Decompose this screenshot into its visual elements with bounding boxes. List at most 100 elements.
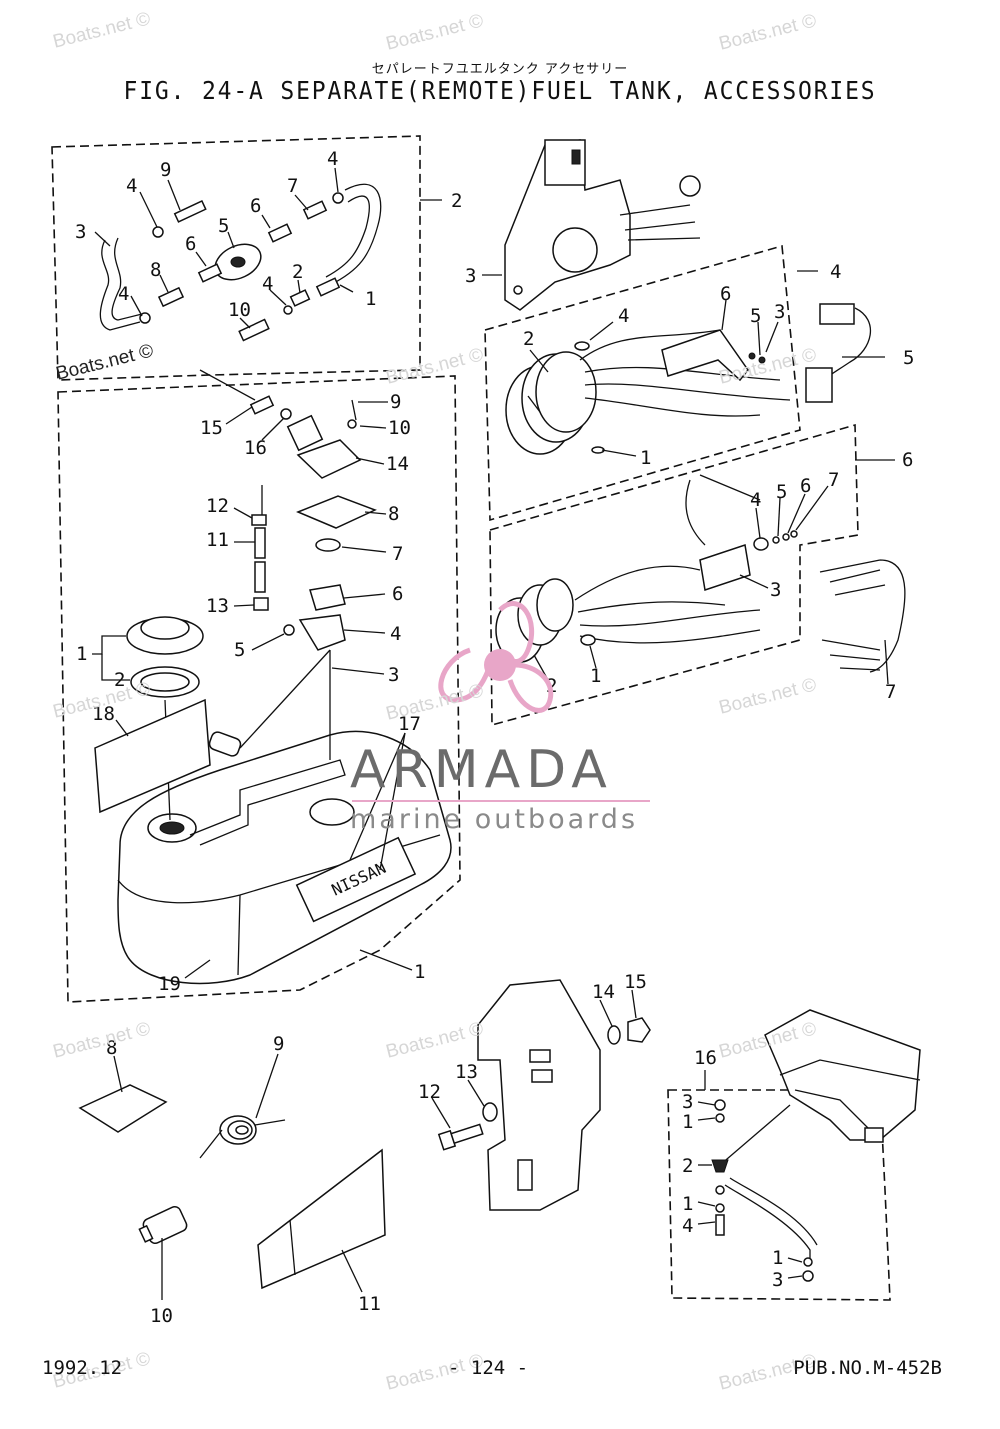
callout: 16 [244,437,267,459]
callout: 6 [392,583,403,605]
decal-18 [94,698,211,814]
callout: 1 [76,643,87,665]
callout: 5 [750,305,761,327]
fuel-tank-outline [57,375,461,1003]
callout: 8 [388,503,399,525]
callout: 3 [465,265,476,287]
callout: 3 [772,1269,783,1291]
callout: 4 [118,283,129,305]
callout: 7 [828,469,839,491]
connector-fitting [296,439,362,479]
part-9-spring [199,1115,286,1159]
armada-logo-word: ARMADA [350,740,613,800]
callout: 12 [418,1081,441,1103]
gauge-kit-outline [484,244,801,522]
callout: 15 [200,417,223,439]
callout: 8 [150,259,161,281]
callout: 2 [682,1155,693,1177]
callout: 3 [682,1091,693,1113]
callouts-tank: 15 16 9 10 14 12 8 11 7 13 6 4 5 1 2 3 1… [76,391,425,995]
callout: 4 [327,148,338,170]
callout: 4 [682,1215,693,1237]
callout: 1 [414,961,425,983]
transom-bracket [477,979,601,1211]
armada-logo-rule [352,800,650,802]
footer-page-number: - 124 - [448,1357,529,1379]
callout: 4 [618,305,629,327]
callout: 3 [388,664,399,686]
callout: 9 [390,391,401,413]
fuel-hose-right [329,183,382,286]
fuel-hose-left [99,239,141,331]
japanese-title: セパレートフユエルタンク アクセサリー [371,62,629,77]
callout: 14 [386,453,409,475]
callout: 13 [206,595,229,617]
hose-assembly-outline [51,135,421,381]
callout: 10 [150,1305,173,1327]
callout: 12 [206,495,229,517]
callout: 2 [523,328,534,350]
callout: 3 [770,579,781,601]
armada-logo-tagline: marine outboards [350,804,639,835]
callout: 1 [590,665,601,687]
callout: 7 [287,175,298,197]
figure-title: FIG. 24-A SEPARATE(REMOTE)FUEL TANK, ACC… [123,76,877,105]
callout: 1 [682,1111,693,1133]
callout: 11 [358,1293,381,1315]
leader-lines [92,167,889,1300]
footer-publication-number: PUB.NO.M-452B [793,1357,942,1379]
bolt-12 [437,1123,484,1151]
callout: 7 [885,681,896,703]
callout: 8 [106,1037,117,1059]
callout: 4 [390,623,401,645]
callout: 1 [682,1193,693,1215]
callout: 6 [800,475,811,497]
callout-group: 6 [902,449,913,471]
callout: 6 [250,195,261,217]
callout: 4 [262,273,273,295]
part-10-filter [138,1205,188,1245]
callout: 10 [388,417,411,439]
callout: 2 [114,669,125,691]
fuel-tank-body [117,730,452,985]
callout: 17 [398,713,421,735]
callouts-lower: 8 9 10 11 12 13 14 15 16 3 1 2 1 4 1 3 [106,971,783,1327]
callout: 5 [234,639,245,661]
footer-date: 1992.12 [42,1357,123,1379]
callout: 9 [160,159,171,181]
callout: 6 [720,283,731,305]
callout: 6 [185,233,196,255]
callouts-hose: 9 4 3 4 8 6 5 6 7 4 2 1 4 10 2 [75,148,462,321]
callout: 19 [158,973,181,995]
callout: 3 [75,221,86,243]
callout: 2 [292,261,303,283]
callout-group: 4 [830,261,841,283]
wire-harness-7 [819,559,906,673]
callout: 15 [624,971,647,993]
armada-logo-mark [438,601,554,713]
callout: 5 [903,347,914,369]
callout: 1 [772,1247,783,1269]
callout: 4 [126,175,137,197]
callout: 5 [776,481,787,503]
callout-group: 16 [694,1047,717,1069]
callout: 13 [455,1061,478,1083]
callout: 11 [206,529,229,551]
callout: 5 [218,215,229,237]
callout: 10 [228,299,251,321]
callout: 1 [640,447,651,469]
callout-group: 2 [451,190,462,212]
callout: 9 [273,1033,284,1055]
callout: 1 [365,288,376,310]
part-11-bag [257,1148,386,1290]
callout: 3 [774,301,785,323]
callouts-controls: 3 4 2 4 6 5 3 1 5 6 4 5 6 7 3 2 1 7 [465,261,914,703]
callout: 18 [92,703,115,725]
part-8-plate [78,1084,168,1133]
callout: 14 [592,981,615,1003]
callout: 7 [392,543,403,565]
callout: 4 [750,489,761,511]
switch-kit-outline [489,423,859,727]
